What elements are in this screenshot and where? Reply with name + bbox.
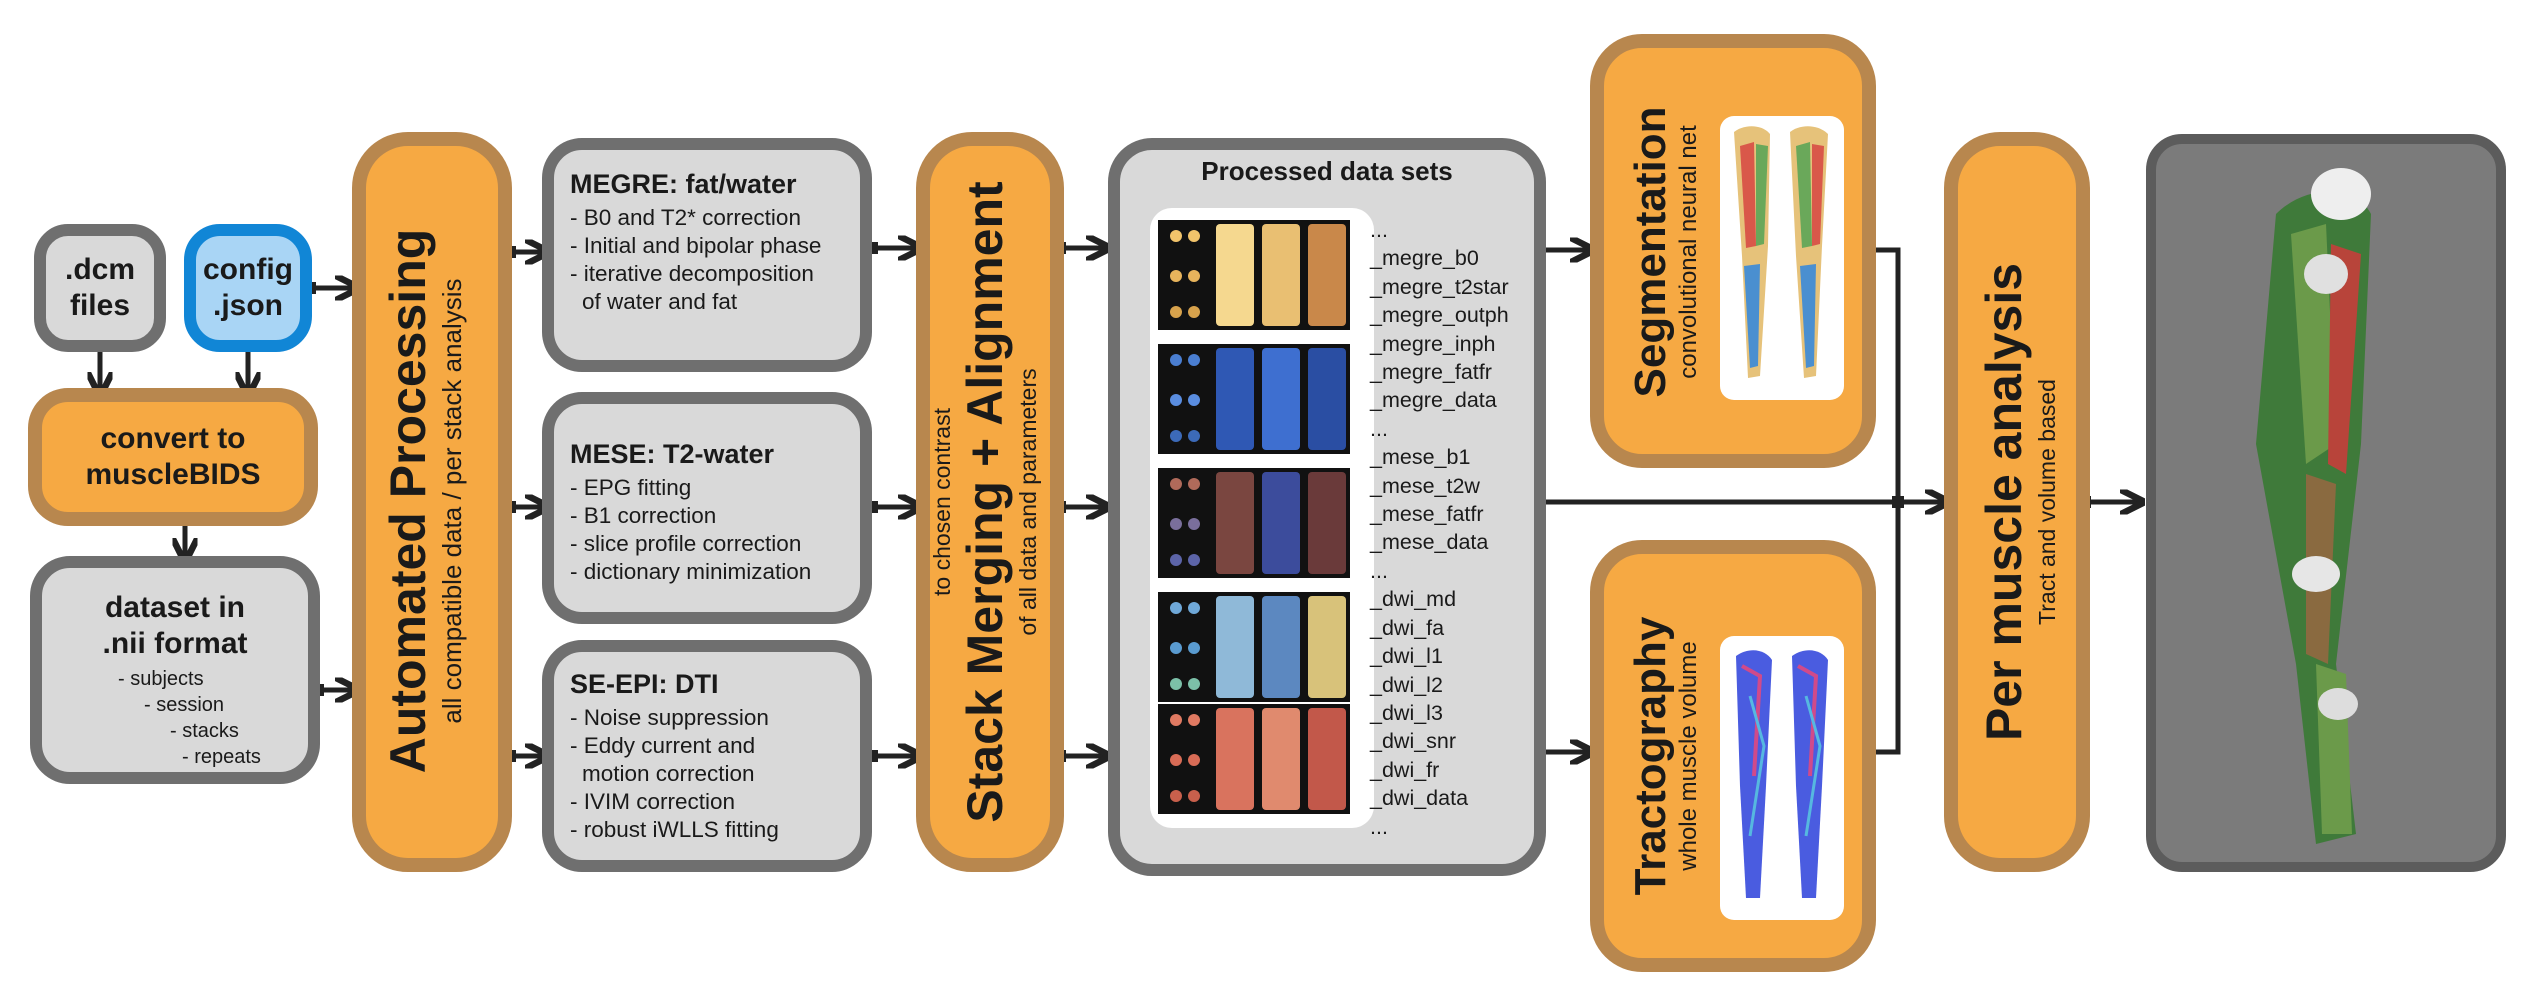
stack-subtitle-2: of all data and parameters: [1015, 368, 1041, 636]
dataset-item: _mese_data: [1370, 530, 1489, 555]
fiber-tracts-icon: [1736, 650, 1828, 898]
mese-item: - dictionary minimization: [570, 559, 812, 584]
se-epi-item: motion correction: [582, 761, 755, 786]
megre-item: - Initial and bipolar phase: [570, 233, 822, 258]
dataset-item: _dwi_fr: [1370, 757, 1440, 782]
nii-item: - subjects: [118, 668, 204, 690]
processed-datasets-box: Processed data sets: [1108, 138, 1546, 876]
megre-item: - iterative decomposition: [570, 261, 814, 286]
tractography-image: [1720, 636, 1844, 920]
mese-t2-image: [1158, 468, 1350, 578]
segmentation-image: [1720, 116, 1844, 400]
dataset-item: _megre_fatfr: [1370, 360, 1492, 385]
config-line1: config: [203, 253, 293, 286]
se-epi-title: SE-EPI: DTI: [570, 669, 719, 699]
segmented-legs-icon: [1734, 126, 1828, 378]
megre-box: MEGRE: fat/water - B0 and T2* correction…: [542, 138, 872, 372]
convert-line1: convert to: [100, 422, 246, 455]
dcm-label: files: [69, 289, 131, 322]
megre-mri-image: [1158, 220, 1350, 330]
se-epi-item: - robust iWLLS fitting: [570, 817, 779, 842]
dataset-item: ...: [1370, 814, 1388, 839]
dataset-item: _dwi_md: [1370, 587, 1457, 612]
dataset-item: _dwi_l3: [1370, 700, 1443, 725]
automated-title: Automated Processing: [380, 228, 436, 774]
se-epi-box: SE-EPI: DTI - Noise suppression - Eddy c…: [542, 640, 872, 872]
fatfr-mri-image: [1158, 704, 1350, 814]
dataset-item: _dwi_data: [1370, 786, 1469, 811]
config-json-box: config .json: [184, 224, 312, 352]
se-epi-items: - Noise suppression - Eddy current and m…: [570, 704, 844, 844]
nii-item: - repeats: [182, 746, 261, 768]
megre-title: MEGRE: fat/water: [570, 169, 797, 199]
dataset-item: _megre_t2star: [1370, 274, 1509, 299]
dataset-item: _mese_b1: [1370, 445, 1471, 470]
segmentation-subtitle: convolutional neural net: [1675, 125, 1702, 379]
dataset-item: _mese_fatfr: [1370, 502, 1484, 527]
convert-line2: muscleBIDS: [85, 458, 261, 491]
dwi-mri-image: [1158, 592, 1350, 702]
mri-thumbnails: [1150, 208, 1374, 828]
per-muscle-subtitle: Tract and volume based: [2034, 379, 2060, 625]
segmentation-title: Segmentation: [1626, 106, 1675, 398]
stack-title: Stack Merging + Alignment: [957, 181, 1013, 823]
convert-musclebids-box: convert to muscleBIDS: [28, 388, 318, 526]
mese-box: MESE: T2-water - EPG fitting - B1 correc…: [542, 392, 872, 624]
se-epi-item: - Eddy current and: [570, 733, 756, 758]
dataset-item: _mese_t2w: [1370, 473, 1480, 498]
dataset-item: _megre_data: [1370, 388, 1497, 413]
config-line2: .json: [212, 289, 283, 322]
dataset-item: _megre_inph: [1370, 331, 1496, 356]
megre-item: - B0 and T2* correction: [570, 205, 801, 230]
mese-title: MESE: T2-water: [570, 439, 775, 469]
megre-items: - B0 and T2* correction - Initial and bi…: [570, 204, 844, 316]
tractography-title: Tractography: [1626, 616, 1675, 896]
stack-subtitle-1: to chosen contrast: [929, 408, 955, 596]
dataset-item: ...: [1370, 218, 1388, 242]
nii-dataset-box: dataset in .nii format - subjects - sess…: [30, 556, 320, 784]
automated-subtitle: all compatible data / per stack analysis: [437, 278, 467, 724]
mese-item: - B1 correction: [570, 503, 717, 528]
dataset-item: _dwi_snr: [1370, 729, 1457, 754]
dataset-item: _dwi_fa: [1370, 615, 1445, 640]
nii-item: - stacks: [170, 720, 239, 742]
nii-title-line2: .nii format: [102, 627, 248, 660]
per-muscle-analysis-box: Per muscle analysis Tract and volume bas…: [1944, 132, 2090, 872]
mese-mri-image: [1158, 344, 1350, 454]
muscle-model-panel: [2146, 134, 2506, 872]
mese-items: - EPG fitting - B1 correction - slice pr…: [570, 474, 844, 586]
dataset-item: _megre_outph: [1370, 303, 1509, 328]
nii-title-line1: dataset in: [104, 591, 246, 624]
se-epi-item: - IVIM correction: [570, 789, 736, 814]
dcm-files-box: .dcm files: [34, 224, 166, 352]
mese-item: - EPG fitting: [570, 475, 692, 500]
tractography-subtitle: whole muscle volume: [1675, 641, 1702, 871]
nii-items: - subjects - session - stacks - repeats: [52, 666, 298, 770]
processed-dataset-list: ... _megre_b0 _megre_t2star _megre_outph…: [1370, 216, 1509, 841]
dataset-item: ...: [1370, 558, 1388, 583]
3d-muscle-model-image: [2256, 168, 2371, 844]
megre-item: of water and fat: [582, 289, 738, 314]
tractography-box: Tractography whole muscle volume: [1590, 540, 1876, 972]
segmentation-box: Segmentation convolutional neural net: [1590, 34, 1876, 468]
automated-processing-box: Automated Processing all compatible data…: [352, 132, 512, 872]
processed-title: Processed data sets: [1201, 156, 1453, 186]
se-epi-item: - Noise suppression: [570, 705, 769, 730]
dataset-item: _megre_b0: [1370, 246, 1479, 271]
mese-item: - slice profile correction: [570, 531, 802, 556]
dataset-item: _dwi_l2: [1370, 672, 1443, 697]
per-muscle-title: Per muscle analysis: [1976, 262, 2032, 742]
stack-merging-box: to chosen contrast Stack Merging + Align…: [916, 132, 1064, 872]
nii-item: - session: [144, 694, 225, 716]
dataset-item: _dwi_l1: [1370, 644, 1443, 669]
dcm-prefix: .dcm: [64, 253, 136, 286]
dataset-item: ...: [1370, 416, 1388, 441]
